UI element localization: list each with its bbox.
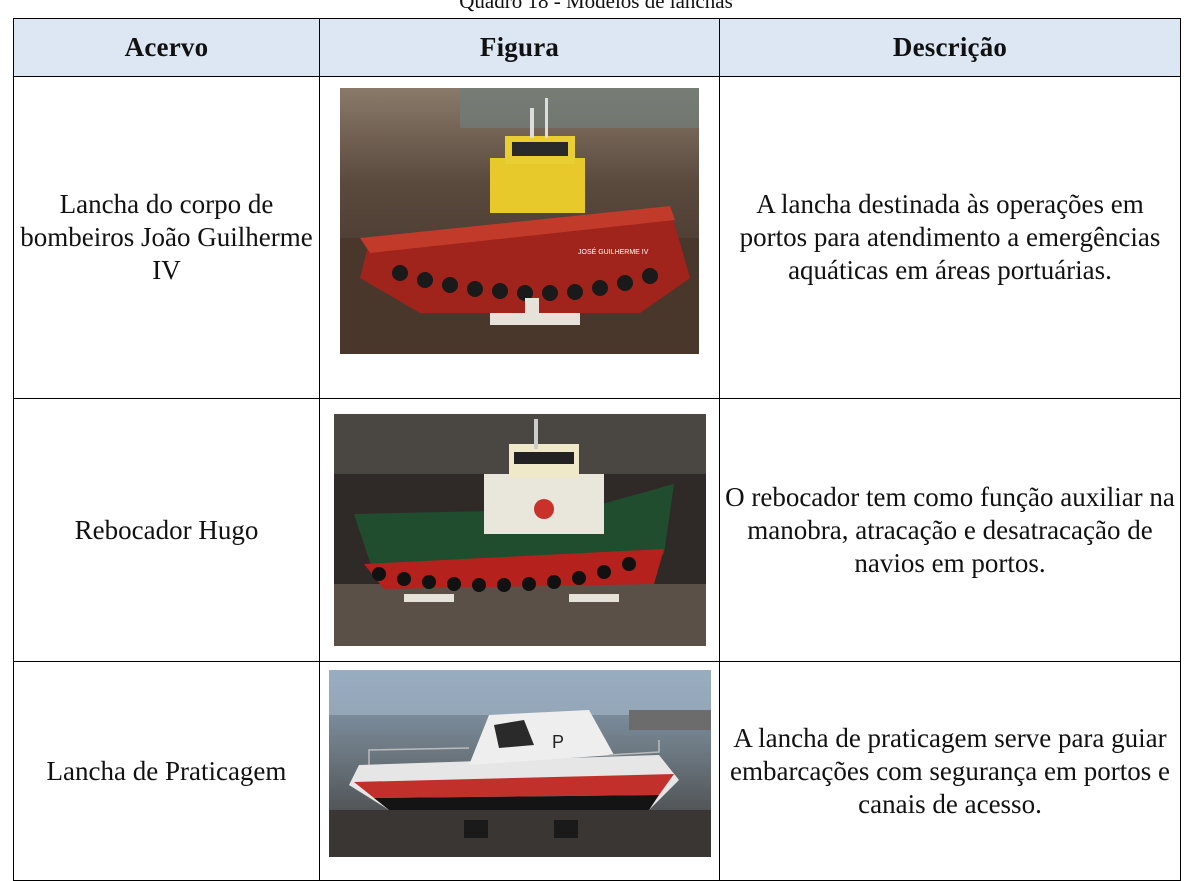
descricao-cell: A lancha destinada às operações em porto… — [719, 76, 1181, 399]
fireboat-model-photo: JOSÉ GUILHERME IV — [340, 87, 699, 354]
header-figura: Figura — [319, 18, 720, 77]
pilot-boat-model-photo: P — [328, 669, 711, 857]
table-header-row: Acervo Figura Descrição — [13, 18, 1181, 77]
descricao-cell: O rebocador tem como função auxiliar na … — [719, 398, 1181, 662]
tugboat-model-photo — [333, 414, 706, 646]
header-descricao: Descrição — [719, 18, 1181, 77]
figure-cell: P — [319, 661, 720, 881]
header-acervo: Acervo — [13, 18, 320, 77]
figure-cell — [319, 398, 720, 662]
table-row: Rebocador Hugo — [13, 398, 1181, 662]
acervo-cell: Lancha do corpo de bombeiros João Guilhe… — [13, 76, 320, 399]
figure-cell: JOSÉ GUILHERME IV — [319, 76, 720, 399]
table-row: Lancha do corpo de bombeiros João Guilhe… — [13, 76, 1181, 399]
table-row: Lancha de Praticagem P — [13, 661, 1181, 881]
boat-name-label: JOSÉ GUILHERME IV — [578, 247, 649, 256]
acervo-cell: Lancha de Praticagem — [13, 661, 320, 881]
descricao-cell: A lancha de praticagem serve para guiar … — [719, 661, 1181, 881]
pilot-boat-p-mark: P — [552, 732, 564, 752]
acervo-cell: Rebocador Hugo — [13, 398, 320, 662]
table-caption: Quadro 18 - Modelos de lanchas — [459, 0, 733, 13]
boat-models-table: Acervo Figura Descrição Lancha do corpo … — [13, 18, 1181, 881]
